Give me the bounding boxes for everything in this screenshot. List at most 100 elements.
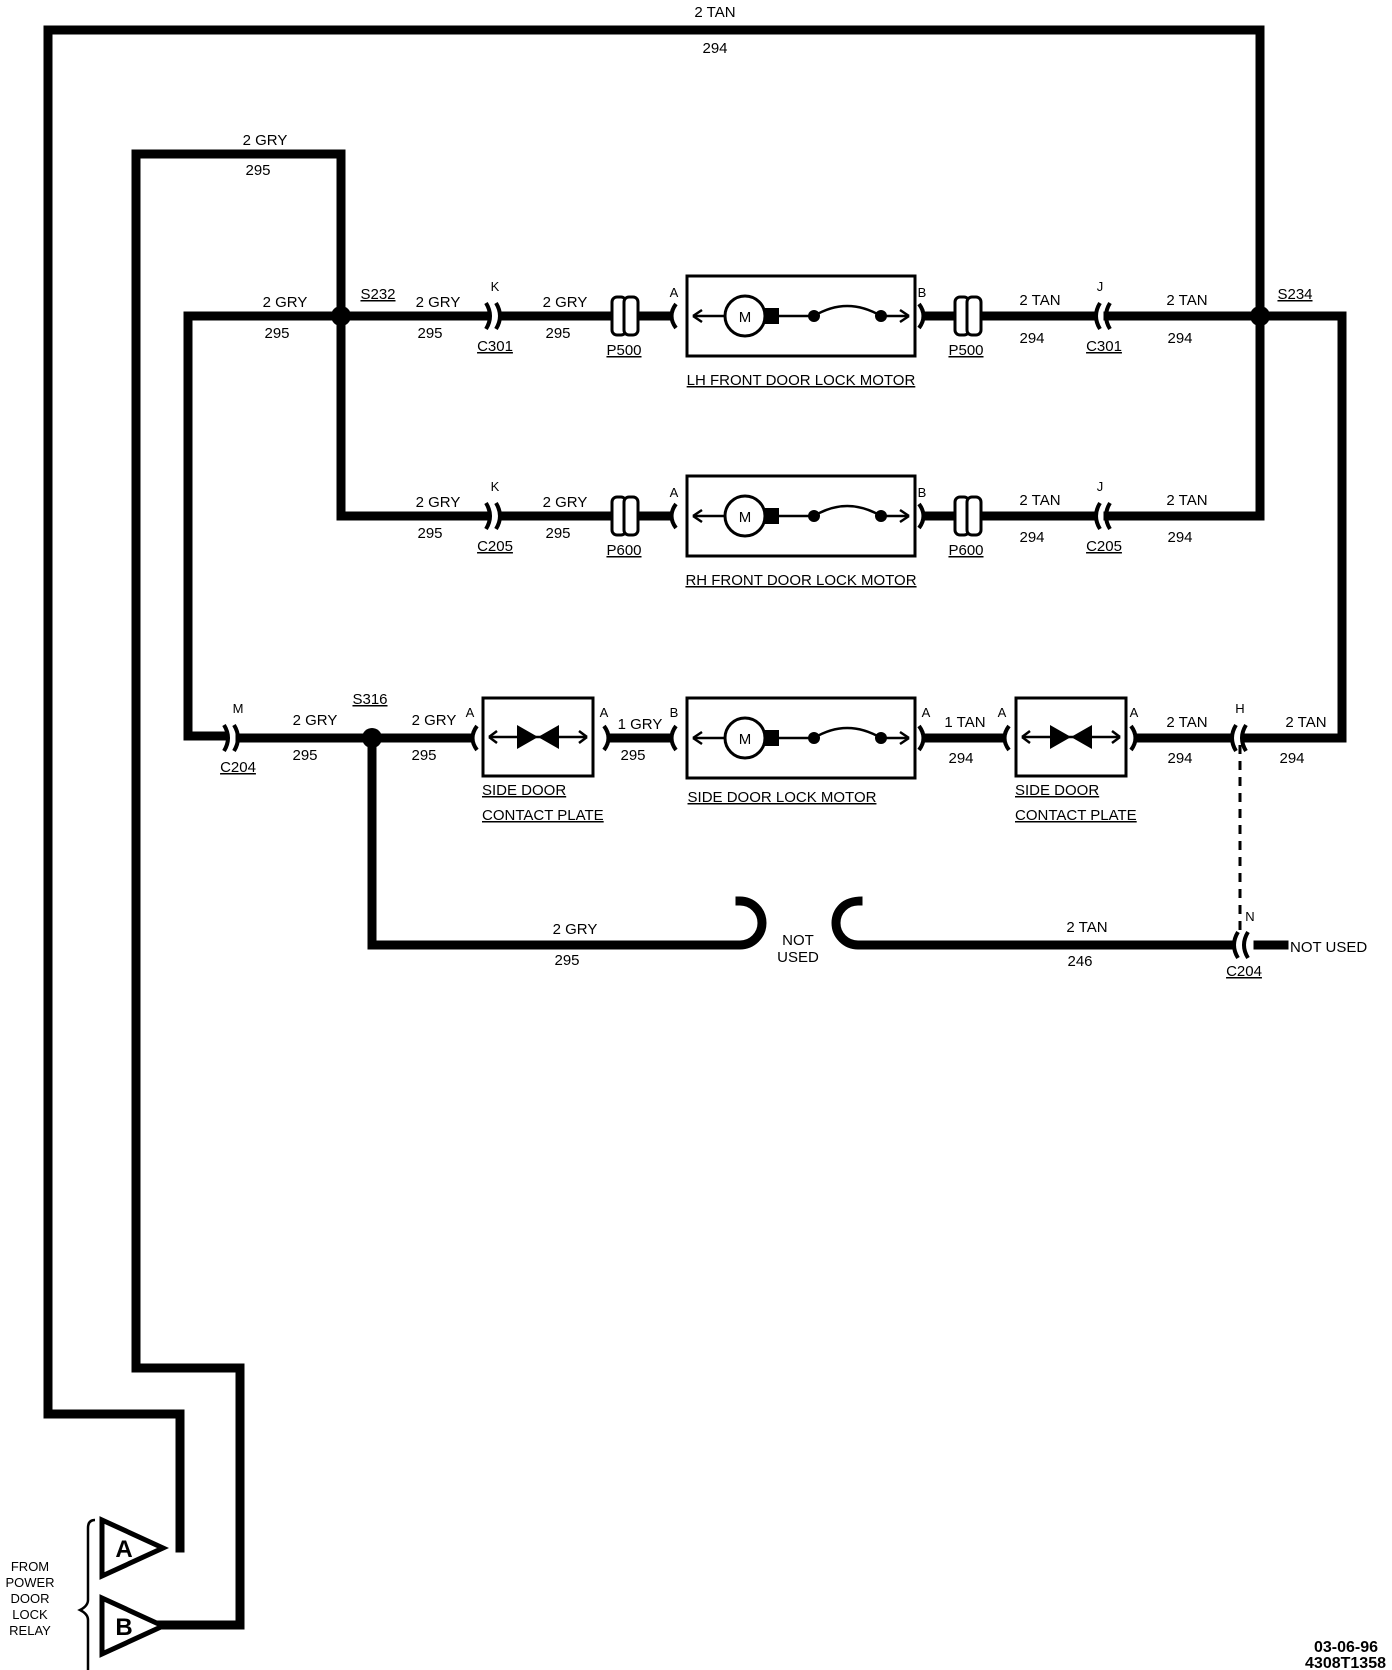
pin-a-label: A bbox=[1130, 705, 1139, 720]
wire-color-label: 2 TAN bbox=[1019, 492, 1060, 509]
pin-m-label: M bbox=[233, 701, 244, 716]
pin-a-label: A bbox=[670, 285, 679, 300]
wire-color-label: 2 TAN bbox=[1166, 292, 1207, 309]
wire-circuit-label: 295 bbox=[264, 325, 289, 342]
relay-label-line: LOCK bbox=[12, 1607, 48, 1622]
relay-terminal-b-label: B bbox=[115, 1614, 132, 1641]
footer-date: 03-06-96 bbox=[1314, 1639, 1378, 1656]
wire-circuit-label: 294 bbox=[1167, 330, 1192, 347]
relay-brace bbox=[77, 1518, 96, 1670]
connector-p500-label: P500 bbox=[606, 342, 641, 359]
wire-circuit-label: 295 bbox=[411, 747, 436, 764]
pin-b-label: B bbox=[918, 285, 927, 300]
pass-through-p500-right bbox=[953, 295, 983, 337]
wire-color-label: 2 GRY bbox=[293, 712, 338, 729]
pass-through-p500-left bbox=[610, 295, 640, 337]
wire-circuit-label: 295 bbox=[292, 747, 317, 764]
pin-k-label: K bbox=[491, 479, 500, 494]
relay-label-line: POWER bbox=[5, 1575, 54, 1590]
component-labels: LH FRONT DOOR LOCK MOTOR RH FRONT DOOR L… bbox=[482, 372, 1137, 824]
wire-color-label: 2 GRY bbox=[243, 132, 288, 149]
side-door-contact-plate-left bbox=[481, 696, 595, 778]
wire-294-right bbox=[1241, 311, 1347, 743]
footer: 03-06-96 4308T1358 bbox=[1305, 1639, 1386, 1670]
wire-color-label: 1 GRY bbox=[618, 716, 663, 733]
pin-a-label: A bbox=[466, 705, 475, 720]
motor-symbol-label: M bbox=[739, 509, 752, 526]
pin-a-label: A bbox=[998, 705, 1007, 720]
wire-circuit-label: 294 bbox=[1167, 529, 1192, 546]
pin-a-label: A bbox=[922, 705, 931, 720]
contact-plate-label: SIDE DOOR bbox=[1015, 782, 1099, 799]
wire-circuit-label: 295 bbox=[417, 525, 442, 542]
contact-plate-label: CONTACT PLATE bbox=[482, 807, 604, 824]
side-door-lock-motor: M bbox=[685, 696, 917, 780]
connector-p600-label: P600 bbox=[948, 542, 983, 559]
wire-network bbox=[43, 25, 1347, 1630]
wire-circuit-label: 295 bbox=[554, 952, 579, 969]
wire-circuit-label: 295 bbox=[545, 325, 570, 342]
wire-295-not-used bbox=[367, 733, 767, 950]
wire-circuit-label: 294 bbox=[1019, 529, 1044, 546]
connector-c301-label: C301 bbox=[477, 338, 513, 355]
pin-b-label: B bbox=[670, 705, 679, 720]
wire-246-not-used bbox=[831, 896, 1235, 950]
wire-color-label: 2 GRY bbox=[416, 294, 461, 311]
splice-s232 bbox=[331, 306, 351, 326]
wire-color-label: 2 TAN bbox=[1166, 714, 1207, 731]
wire-circuit-label: 295 bbox=[620, 747, 645, 764]
pin-b-label: B bbox=[918, 485, 927, 500]
contact-plate-label: SIDE DOOR bbox=[482, 782, 566, 799]
splice-labels: S232 S234 S316 bbox=[352, 286, 1312, 708]
relay-terminal-a bbox=[99, 1516, 169, 1580]
connector-labels: K C301 P500 A B P500 J C301 K C205 P600 … bbox=[220, 279, 1262, 980]
footer-code: 4308T1358 bbox=[1305, 1655, 1386, 1670]
not-used-label: NOT bbox=[782, 932, 814, 949]
wire-color-label: 2 TAN bbox=[1285, 714, 1326, 731]
side-door-contact-plate-right bbox=[1014, 696, 1128, 778]
not-used-label: NOT USED bbox=[1290, 939, 1367, 956]
wire-color-label: 2 GRY bbox=[263, 294, 308, 311]
rh-front-door-lock-motor: M bbox=[685, 474, 917, 558]
wire-color-label: 2 TAN bbox=[1019, 292, 1060, 309]
lh-motor-label: LH FRONT DOOR LOCK MOTOR bbox=[687, 372, 916, 389]
relay-label-line: FROM bbox=[11, 1559, 49, 1574]
connector-p500-label: P500 bbox=[948, 342, 983, 359]
motor-symbol-label: M bbox=[739, 731, 752, 748]
relay-label-line: DOOR bbox=[11, 1591, 50, 1606]
pass-through-p600-right bbox=[953, 495, 983, 537]
wire-circuit-label: 294 bbox=[1279, 750, 1304, 767]
wire-circuit-label: 294 bbox=[1019, 330, 1044, 347]
wire-circuit-label: 295 bbox=[245, 162, 270, 179]
motor-symbol-label: M bbox=[739, 309, 752, 326]
connector-c205-label: C205 bbox=[1086, 538, 1122, 555]
wire-circuit-label: 294 bbox=[702, 40, 727, 57]
lh-front-door-lock-motor: M bbox=[685, 274, 917, 358]
wire-color-label: 2 TAN bbox=[1066, 919, 1107, 936]
pass-through-p600-left bbox=[610, 495, 640, 537]
pin-j-label: J bbox=[1097, 279, 1104, 294]
wire-color-label: 2 GRY bbox=[412, 712, 457, 729]
contact-plate-label: CONTACT PLATE bbox=[1015, 807, 1137, 824]
connector-c204-label: C204 bbox=[220, 759, 256, 776]
rh-motor-label: RH FRONT DOOR LOCK MOTOR bbox=[685, 572, 916, 589]
connector-c204-label: C204 bbox=[1226, 963, 1262, 980]
not-used-label: USED bbox=[777, 949, 819, 966]
wire-circuit-label: 294 bbox=[948, 750, 973, 767]
wire-color-label: 2 TAN bbox=[694, 4, 735, 21]
pin-j-label: J bbox=[1097, 479, 1104, 494]
splice-s316 bbox=[362, 728, 382, 748]
connector-c205-label: C205 bbox=[477, 538, 513, 555]
wire-labels: 2 TAN 294 2 GRY 295 2 GRY 295 2 GRY 295 … bbox=[243, 4, 1327, 970]
wire-295-rh bbox=[336, 311, 491, 521]
connector-c301-label: C301 bbox=[1086, 338, 1122, 355]
relay-terminal-b bbox=[99, 1594, 169, 1658]
wire-color-label: 2 GRY bbox=[543, 494, 588, 511]
wire-circuit-label: 295 bbox=[545, 525, 570, 542]
wire-circuit-label: 294 bbox=[1167, 750, 1192, 767]
wire-color-label: 2 GRY bbox=[416, 494, 461, 511]
wire-295-left bbox=[183, 311, 346, 741]
wire-color-label: 1 TAN bbox=[944, 714, 985, 731]
wire-295-outer bbox=[131, 149, 346, 1630]
